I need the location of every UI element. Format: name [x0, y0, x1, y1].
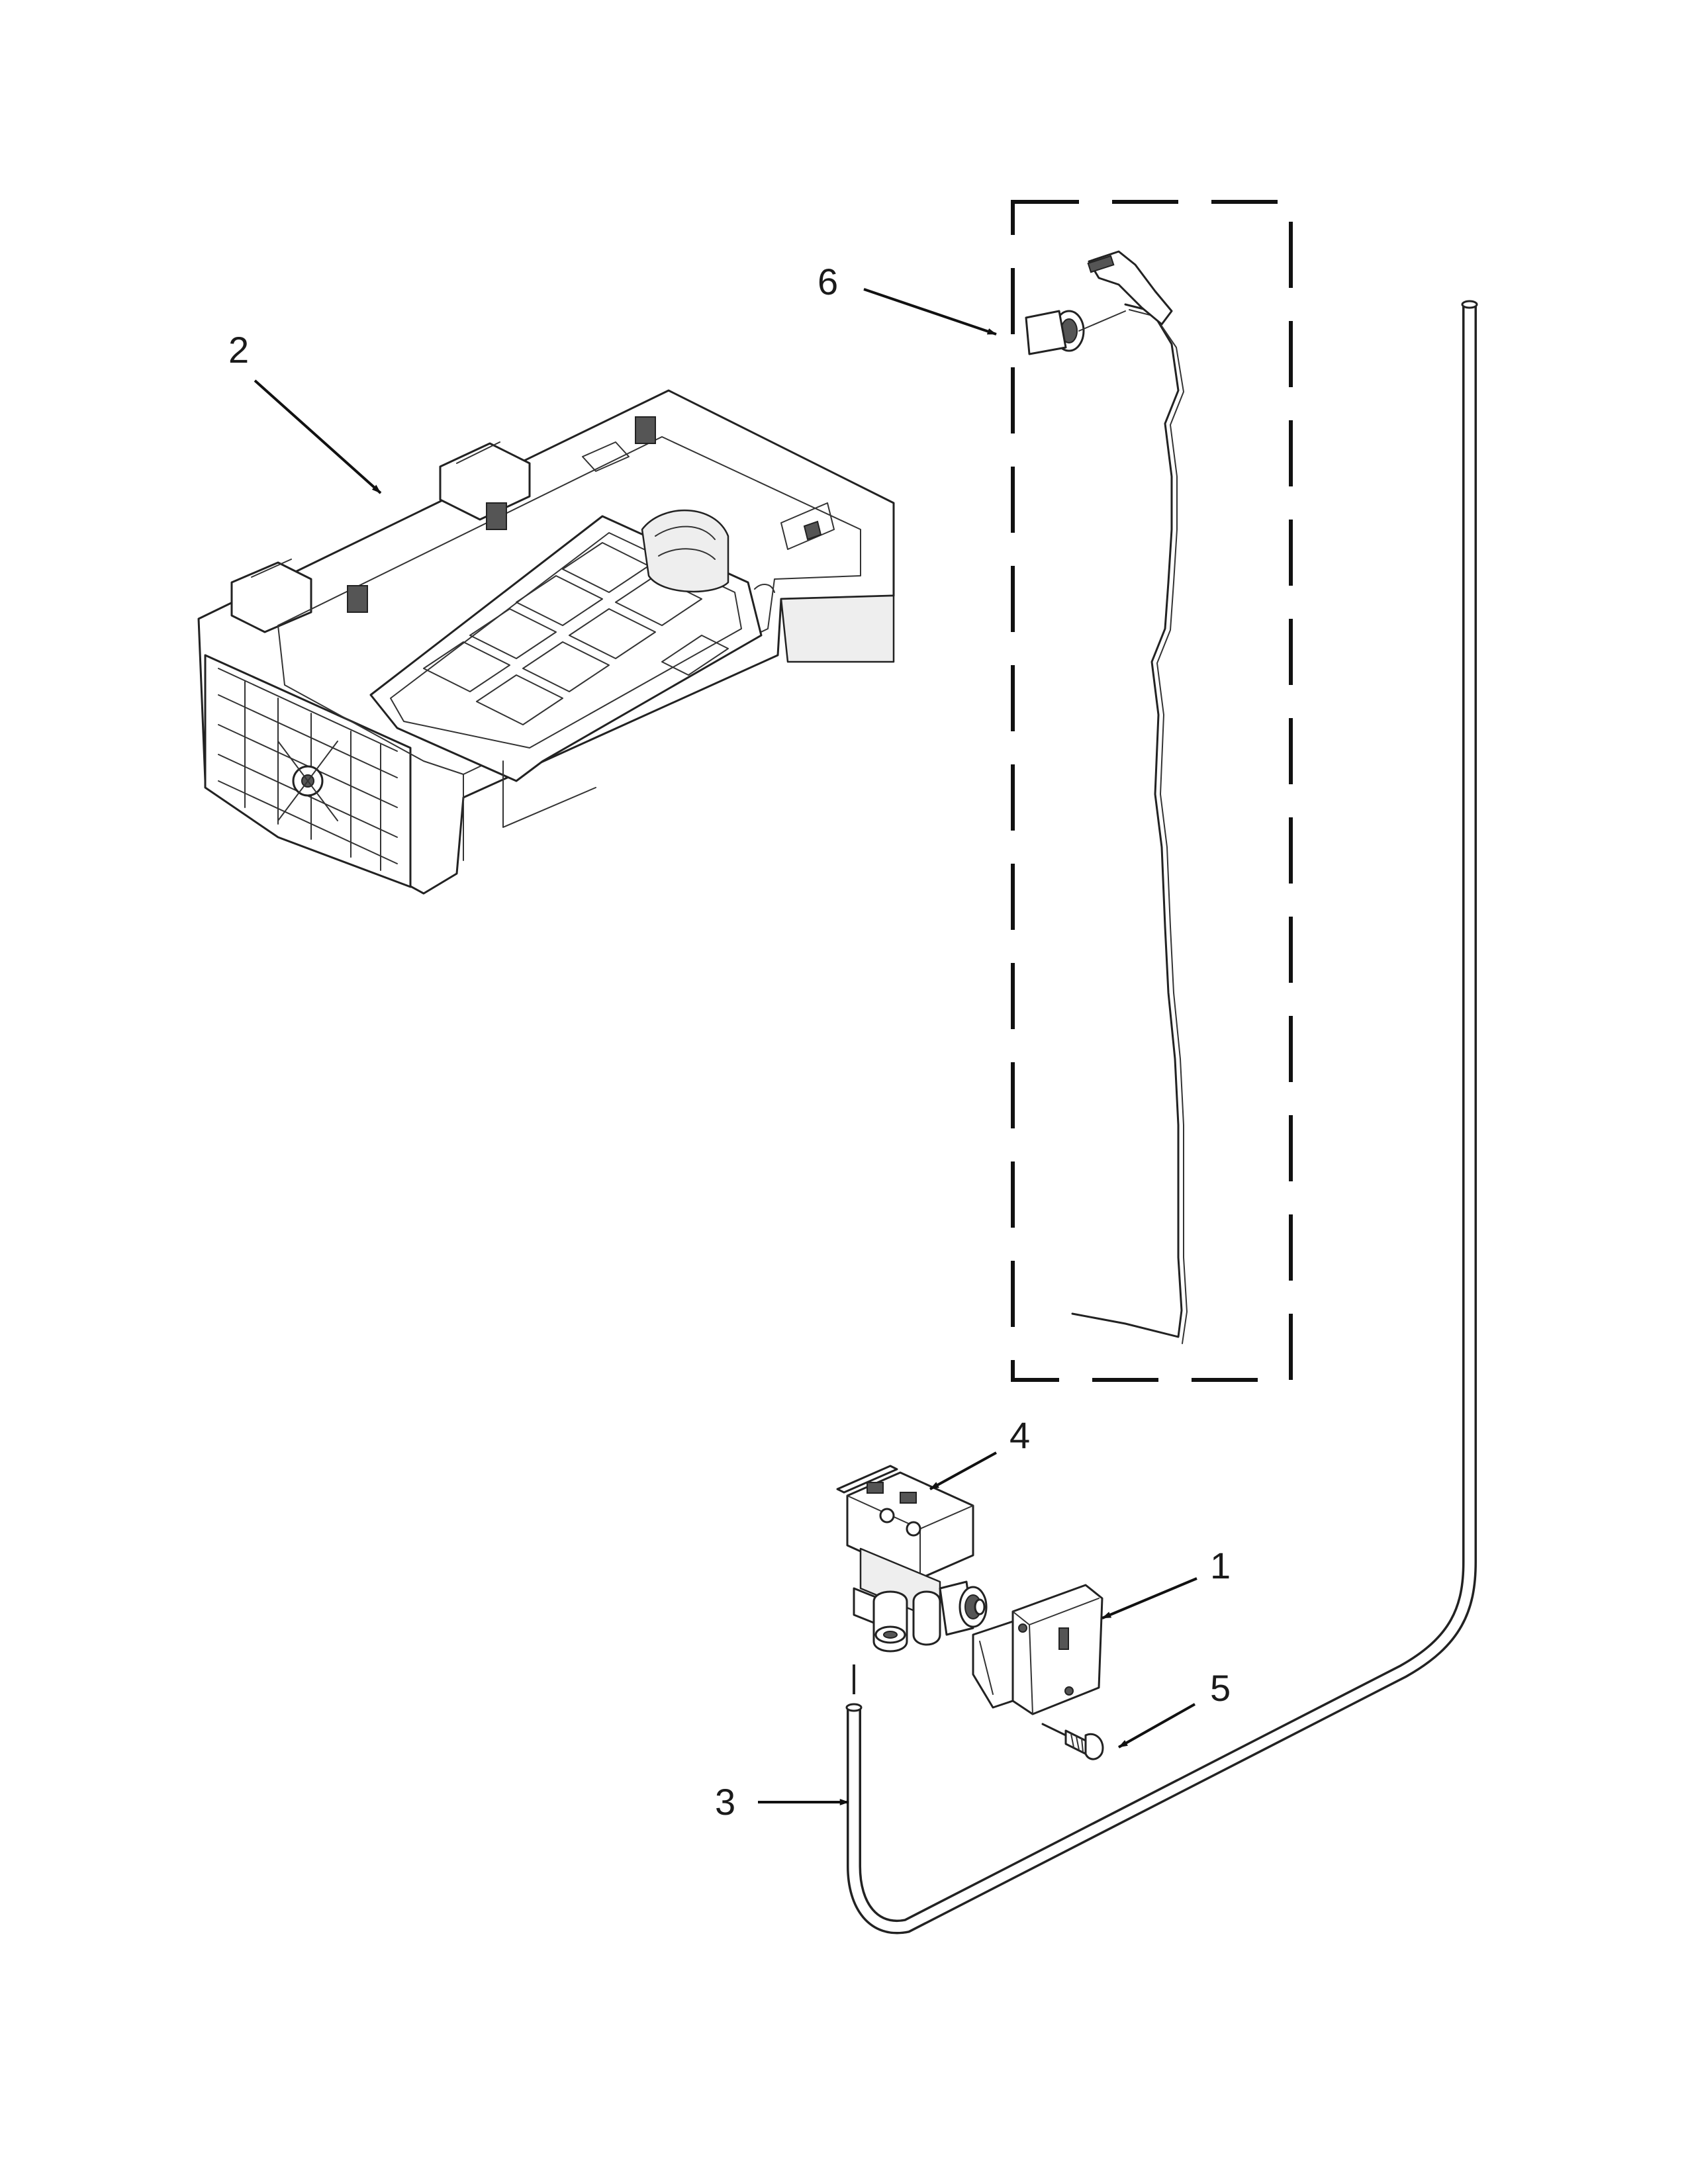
leader-arrow-5 [1118, 1703, 1196, 1749]
icemaker-assembly [197, 389, 895, 895]
water-valve [836, 1465, 988, 1653]
leader-arrow-6 [863, 288, 997, 336]
leader-arrow-1 [1102, 1577, 1197, 1619]
ice-tray-cavities [423, 542, 729, 725]
callout-1: 1 [1210, 1545, 1231, 1586]
leader-arrows [254, 288, 1197, 1805]
callout-6: 6 [818, 261, 838, 302]
callout-2: 2 [228, 329, 249, 371]
leader-arrow-2 [254, 379, 382, 494]
screw [1041, 1723, 1104, 1760]
water-tube-lower [845, 300, 1478, 1934]
fill-tube-group-outline [1011, 200, 1293, 1382]
callout-3: 3 [715, 1781, 735, 1823]
mounting-plate-grid [218, 668, 398, 871]
callout-labels: 2 6 4 1 5 3 [228, 261, 1231, 1823]
callout-5: 5 [1210, 1667, 1231, 1709]
valve-bracket [972, 1584, 1103, 1715]
fill-tube-assembly [1011, 200, 1293, 1382]
callout-4: 4 [1009, 1414, 1030, 1456]
leader-arrow-4 [929, 1451, 997, 1490]
